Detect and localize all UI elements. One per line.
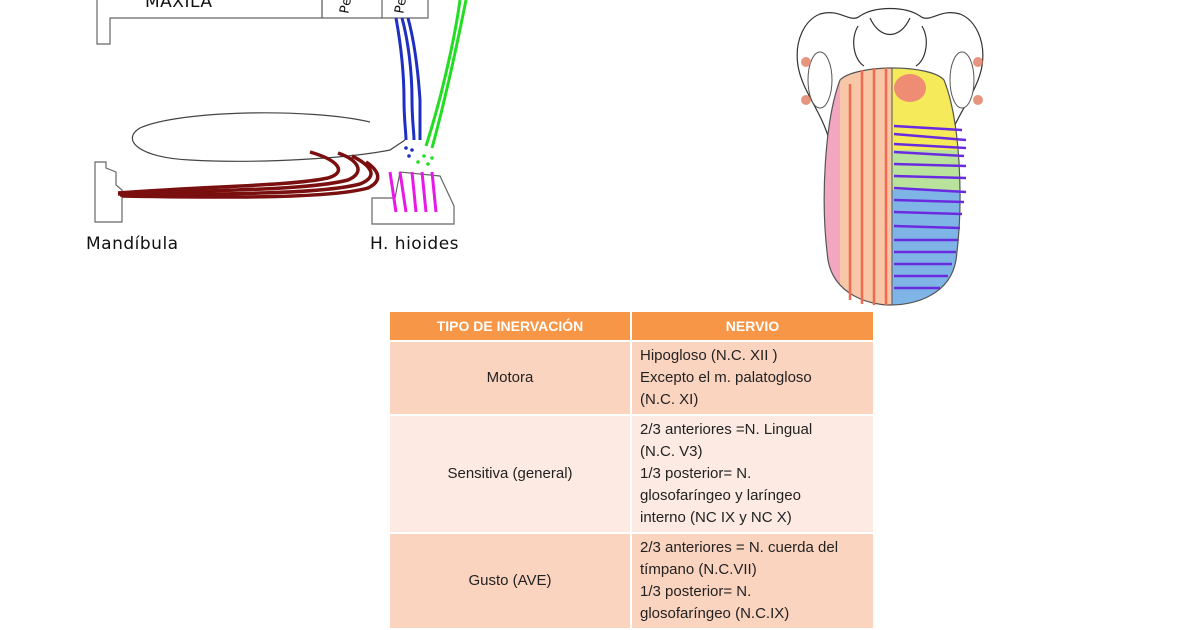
innervation-table: TIPO DE INERVACIÓN NERVIO Motora Hipoglo… xyxy=(390,312,873,628)
table-row: Sensitiva (general) 2/3 anteriores =N. L… xyxy=(390,414,873,533)
nerve-line: 1/3 posterior= N. xyxy=(640,583,752,600)
table-header-row: TIPO DE INERVACIÓN NERVIO xyxy=(390,312,873,341)
nerve-cell: 2/3 anteriores = N. cuerda del tímpano (… xyxy=(631,532,873,628)
nerve-line: 1/3 posterior= N. xyxy=(640,465,752,482)
nerve-line: (N.C. V3) xyxy=(640,443,703,460)
nerve-line: (N.C. XI) xyxy=(640,391,699,408)
nerve-line: tímpano (N.C.VII) xyxy=(640,561,757,578)
type-cell: Gusto (AVE) xyxy=(390,532,632,628)
header-nervio: NERVIO xyxy=(631,312,873,341)
purple-horizontal-lines xyxy=(893,124,967,290)
innervation-table-container: TIPO DE INERVACIÓN NERVIO Motora Hipoglo… xyxy=(390,312,873,628)
type-cell: Motora xyxy=(390,340,632,415)
hioides-label: H. hioides xyxy=(370,234,460,254)
table-row: Motora Hipogloso (N.C. XII ) Excepto el … xyxy=(390,340,873,415)
type-cell: Sensitiva (general) xyxy=(390,414,632,533)
process-label-1: Pe xyxy=(337,0,355,15)
process-label-2: Pe xyxy=(392,0,410,15)
genioglossus-fibers xyxy=(117,150,380,199)
green-fibers xyxy=(424,0,468,149)
nerve-line: interno (NC IX y NC X) xyxy=(640,509,792,526)
nerve-line: glosofaríngeo (N.C.IX) xyxy=(640,605,790,622)
header-tipo: TIPO DE INERVACIÓN xyxy=(390,312,632,341)
blue-fibers xyxy=(394,17,422,141)
nerve-line: Hipogloso (N.C. XII ) xyxy=(640,347,778,364)
nerve-line: 2/3 anteriores =N. Lingual xyxy=(640,421,813,438)
mandibula-label: Mandíbula xyxy=(86,234,179,254)
nerve-cell: Hipogloso (N.C. XII ) Excepto el m. pala… xyxy=(631,340,873,415)
mandible-bone xyxy=(94,161,123,223)
tongue-outline xyxy=(131,112,406,162)
nerve-line: 2/3 anteriores = N. cuerda del xyxy=(640,539,839,556)
muscle-diagram xyxy=(94,0,468,225)
left-tonsil xyxy=(807,51,833,109)
nerve-cell: 2/3 anteriores =N. Lingual (N.C. V3) 1/3… xyxy=(631,414,873,533)
maxila-label: MAXILA xyxy=(145,0,213,12)
magenta-fibers xyxy=(388,171,438,213)
right-tonsil xyxy=(949,51,975,109)
tongue-diagram xyxy=(796,7,984,306)
table-row: Gusto (AVE) 2/3 anteriores = N. cuerda d… xyxy=(390,532,873,628)
maxila-block xyxy=(96,0,429,45)
nerve-line: Excepto el m. palatogloso xyxy=(640,369,812,386)
nerve-line: glosofaríngeo y laríngeo xyxy=(640,487,801,504)
orange-vertical-lines xyxy=(848,68,888,305)
